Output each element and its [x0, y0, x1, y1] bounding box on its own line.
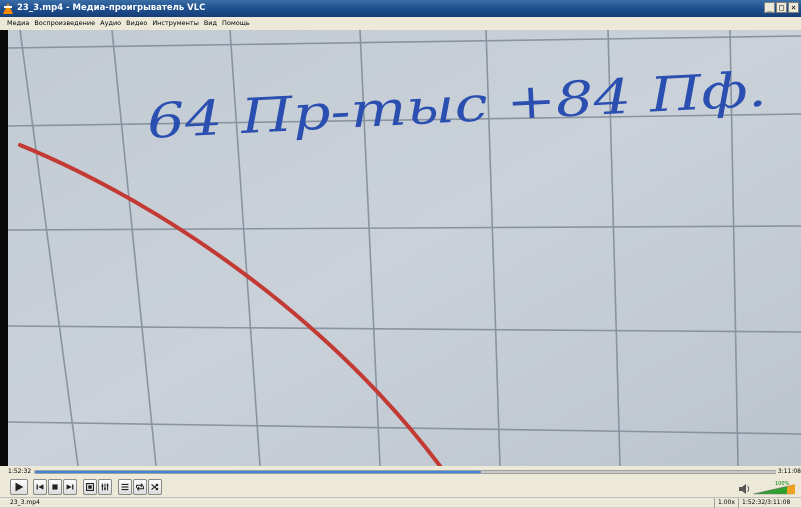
seek-row: 1:52:32 3:11:08 — [0, 466, 801, 477]
extended-settings-icon — [101, 483, 109, 491]
loop-button[interactable] — [133, 479, 147, 495]
controls-bar: 100% — [0, 477, 801, 497]
playlist-icon — [121, 483, 129, 491]
volume-overdrive — [787, 484, 795, 494]
previous-icon — [36, 484, 44, 490]
previous-button[interactable] — [33, 479, 47, 495]
extended-settings-button[interactable] — [98, 479, 112, 495]
title-bar[interactable]: 23_3.mp4 - Медиа-проигрыватель VLC _ □ × — [0, 0, 801, 17]
minimize-button[interactable]: _ — [764, 2, 775, 13]
video-frame: 64 Пр-тыс +84 Пф. — [8, 30, 801, 466]
grid-lines — [8, 30, 801, 466]
menu-bar: Медиа Воспроизведение Аудио Видео Инстру… — [0, 17, 801, 30]
status-time: 1:52:32/3:11:08 — [738, 498, 793, 508]
menu-tools[interactable]: Инструменты — [152, 19, 199, 27]
graph-paper — [8, 30, 801, 466]
menu-view[interactable]: Вид — [203, 19, 218, 27]
next-icon — [66, 484, 74, 490]
playlist-button[interactable] — [118, 479, 132, 495]
play-button[interactable] — [10, 479, 28, 495]
total-time: 3:11:08 — [775, 467, 801, 476]
window-title: 23_3.mp4 - Медиа-проигрыватель VLC — [17, 3, 206, 13]
play-icon — [15, 482, 24, 492]
menu-media[interactable]: Медиа — [7, 19, 30, 27]
next-button[interactable] — [63, 479, 77, 495]
menu-audio[interactable]: Аудио — [100, 19, 122, 27]
elapsed-time: 1:52:32 — [8, 468, 32, 475]
seek-bar[interactable] — [34, 470, 794, 474]
seek-progress — [35, 471, 482, 473]
volume-percent: 100% — [775, 481, 790, 487]
status-bar: 23_3.mp4 1.00x 1:52:32/3:11:08 — [0, 497, 801, 508]
stop-button[interactable] — [48, 479, 62, 495]
fullscreen-icon — [86, 483, 94, 491]
loop-icon — [136, 483, 144, 491]
shuffle-icon — [151, 483, 159, 491]
maximize-button[interactable]: □ — [776, 2, 787, 13]
shuffle-button[interactable] — [148, 479, 162, 495]
playback-speed[interactable]: 1.00x — [714, 498, 738, 508]
fullscreen-button[interactable] — [83, 479, 97, 495]
menu-help[interactable]: Помощь — [222, 19, 250, 27]
menu-playback[interactable]: Воспроизведение — [34, 19, 96, 27]
red-curve — [18, 143, 442, 466]
close-button[interactable]: × — [788, 2, 799, 13]
menu-video[interactable]: Видео — [126, 19, 148, 27]
stop-icon — [52, 484, 58, 490]
video-letterbox — [0, 30, 8, 466]
volume-icon — [739, 484, 750, 494]
video-area[interactable]: 64 Пр-тыс +84 Пф. — [0, 30, 801, 466]
window-controls: _ □ × — [764, 2, 799, 13]
volume-control[interactable]: 100% — [737, 479, 797, 495]
vlc-cone-icon — [3, 3, 13, 14]
status-filename: 23_3.mp4 — [10, 499, 40, 506]
